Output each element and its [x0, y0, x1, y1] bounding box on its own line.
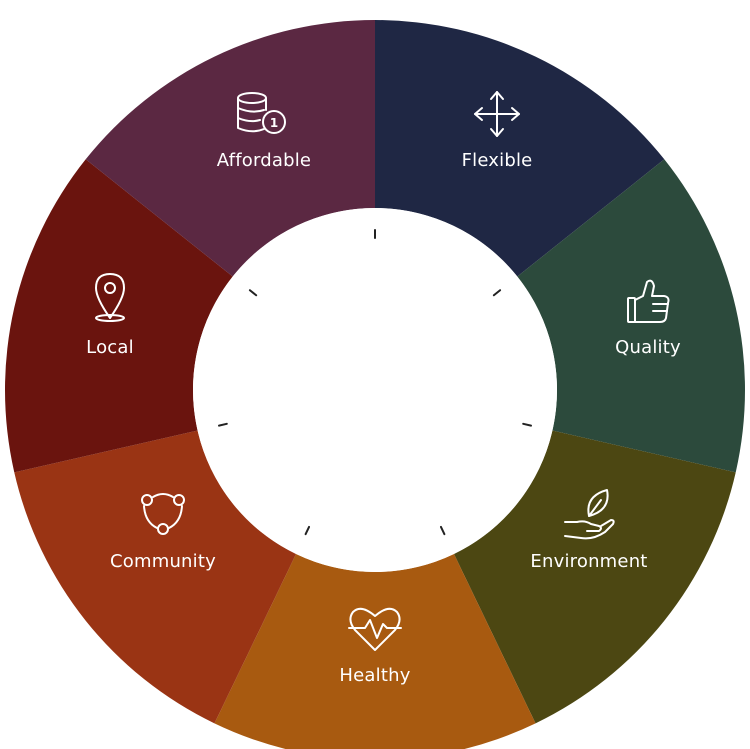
- segment-community: Community: [110, 493, 216, 572]
- segment-wedge-environment: [453, 430, 736, 724]
- center-circle: [193, 208, 557, 572]
- segment-wedge-healthy: [214, 553, 536, 749]
- tick-mark: [492, 289, 502, 297]
- tick-mark: [218, 422, 228, 427]
- segment-quality: Quality: [615, 279, 681, 358]
- heart-pulse-icon: [348, 607, 402, 651]
- tick-mark: [522, 422, 532, 427]
- segment-label-flexible: Flexible: [462, 150, 533, 171]
- segment-wedge-flexible: [375, 20, 665, 277]
- segment-label-local: Local: [86, 337, 134, 358]
- map-pin-icon: [95, 273, 125, 322]
- segments-layer: [5, 20, 746, 749]
- segment-label-healthy: Healthy: [339, 665, 410, 686]
- hand-leaf-icon: [564, 489, 615, 540]
- segment-label-affordable: Affordable: [217, 150, 311, 171]
- segment-label-quality: Quality: [615, 337, 681, 358]
- segment-wedge-quality: [517, 159, 746, 473]
- segment-wedge-community: [14, 430, 297, 724]
- segment-label-environment: Environment: [530, 551, 647, 572]
- network-icon: [141, 493, 185, 535]
- thumbs-up-icon: [627, 279, 670, 323]
- tick-mark: [248, 289, 258, 297]
- tick-mark: [439, 525, 446, 536]
- segment-flexible: Flexible: [462, 91, 533, 171]
- segment-wedge-affordable: [85, 20, 375, 277]
- segment-label-community: Community: [110, 551, 216, 572]
- segment-local: Local: [86, 273, 134, 358]
- tick-mark: [304, 525, 311, 536]
- coins-icon: 1: [237, 92, 286, 134]
- segment-environment: Environment: [530, 489, 647, 572]
- segment-affordable: 1 Affordable: [217, 92, 311, 171]
- move-arrows-icon: [474, 91, 520, 137]
- affordable-badge-text: 1: [270, 116, 278, 130]
- ticks-layer: [218, 229, 532, 536]
- segment-healthy: Healthy: [339, 607, 411, 686]
